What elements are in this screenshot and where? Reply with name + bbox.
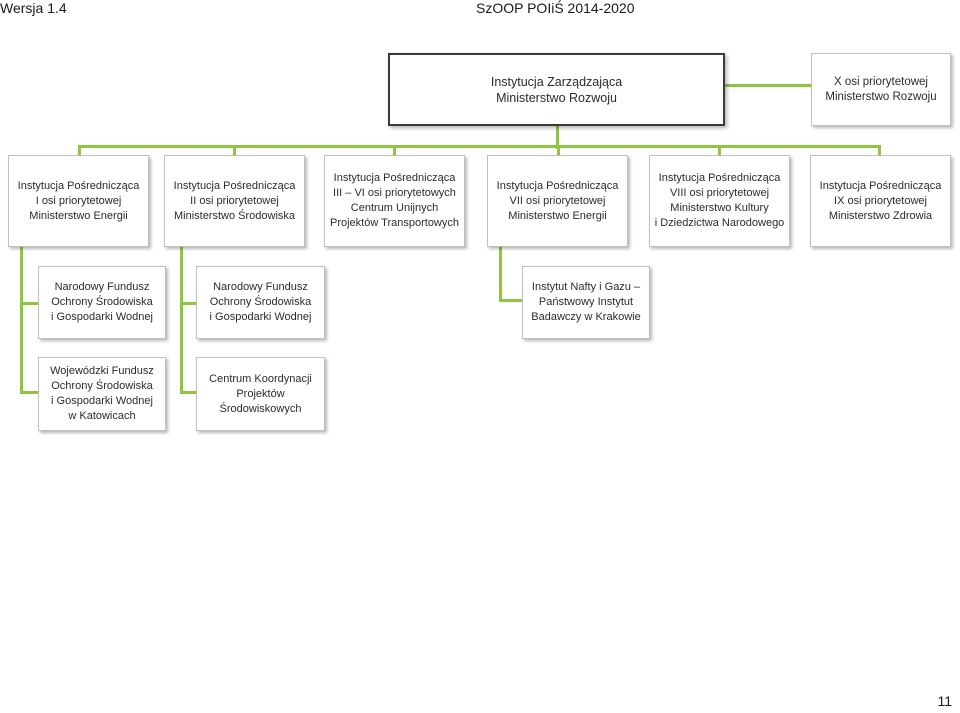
- ia2-2-line-2: Projektów: [236, 387, 285, 400]
- page-number: 11: [937, 693, 952, 709]
- version-label: Wersja 1.4: [0, 0, 67, 16]
- implementing-box-axis1-wfosigw: Wojewódzki Fundusz Ochrony Środowiska i …: [38, 357, 166, 431]
- ib4-line-2: VII osi priorytetowej: [509, 194, 606, 207]
- ia7-line-1: Instytut Nafty i Gazu –: [531, 281, 641, 293]
- connector-axis7-vertical: [499, 246, 502, 302]
- implementing-box-axis2-nfosigw: Narodowy Fundusz Ochrony Środowiska i Go…: [196, 266, 325, 339]
- ib5-line-2: VIII osi priorytetowej: [669, 187, 770, 199]
- ia2-1-line-3: i Gospodarki Wodnej: [209, 311, 312, 323]
- ib2-line-2: II osi priorytetowej: [190, 194, 279, 207]
- connector-axis1-vertical: [20, 246, 23, 394]
- ib3-line-3: Centrum Unijnych: [350, 202, 439, 214]
- document-title: SzOOP POIiŚ 2014-2020: [476, 0, 635, 16]
- ib2-line-3: Ministerstwo Środowiska: [173, 209, 296, 222]
- connector-drop-5: [718, 145, 721, 155]
- connector-drop-6: [878, 145, 881, 155]
- ia2-2-line-1: Centrum Koordynacji: [209, 372, 312, 385]
- ib3-line-2: III – VI osi priorytetowych: [333, 187, 456, 199]
- connector-main-to-axis-x: [725, 84, 811, 87]
- ib5-line-4: i Dziedzictwa Narodowego: [654, 217, 785, 229]
- ib2-line-1: Instytucja Pośrednicząca: [173, 179, 296, 192]
- ib5-line-3: Ministerstwo Kultury: [670, 202, 769, 214]
- ib6-line-2: IX osi priorytetowej: [834, 194, 927, 207]
- connector-main-down: [556, 126, 559, 149]
- managing-line-1: Instytucja Zarządzająca: [490, 74, 623, 89]
- ia2-1-line-2: Ochrony Środowiska: [209, 296, 312, 308]
- implementing-box-axis2-ckps: Centrum Koordynacji Projektów Środowisko…: [196, 357, 325, 431]
- connector-axis2-branch-1: [180, 302, 196, 305]
- managing-line-2: Ministerstwo Rozwoju: [496, 90, 617, 105]
- ia7-line-3: Badawczy w Krakowie: [531, 311, 641, 323]
- intermediate-box-axis-9: Instytucja Pośrednicząca IX osi prioryte…: [810, 155, 951, 247]
- intermediate-box-axis-3-6: Instytucja Pośrednicząca III – VI osi pr…: [324, 155, 465, 247]
- ib1-line-3: Ministerstwo Energii: [29, 209, 128, 222]
- connector-drop-4: [557, 145, 560, 155]
- connector-drop-1: [78, 145, 81, 155]
- intermediate-box-axis-2: Instytucja Pośrednicząca II osi prioryte…: [164, 155, 305, 247]
- ib6-line-1: Instytucja Pośrednicząca: [819, 179, 942, 192]
- implementing-box-axis1-nfosigw: Narodowy Fundusz Ochrony Środowiska i Go…: [38, 266, 166, 339]
- ia1-2-line-2: Ochrony Środowiska: [51, 380, 153, 392]
- connector-axis7-branch: [499, 299, 522, 302]
- ib1-line-1: Instytucja Pośrednicząca: [17, 179, 140, 192]
- intermediate-box-axis-1: Instytucja Pośrednicząca I osi priorytet…: [8, 155, 149, 247]
- intermediate-box-axis-8: Instytucja Pośrednicząca VIII osi priory…: [649, 155, 790, 247]
- connector-drop-2: [233, 145, 236, 155]
- managing-authority-box: Instytucja Zarządzająca Ministerstwo Roz…: [388, 53, 725, 126]
- ia2-1-line-1: Narodowy Fundusz: [213, 281, 308, 293]
- ib3-line-1: Instytucja Pośrednicząca: [333, 172, 456, 184]
- connector-axis2-branch-2: [180, 391, 196, 394]
- ia7-line-2: Państwowy Instytut: [538, 296, 634, 308]
- axis-x-line-1: X osi priorytetowej: [834, 75, 928, 88]
- ib1-line-2: I osi priorytetowej: [35, 194, 122, 207]
- ia1-1-line-3: i Gospodarki Wodnej: [51, 311, 153, 323]
- ia1-1-line-2: Ochrony Środowiska: [51, 296, 153, 308]
- ia1-2-line-4: w Katowicach: [68, 410, 136, 422]
- connector-drop-3: [393, 145, 396, 155]
- ib5-line-1: Instytucja Pośrednicząca: [658, 172, 781, 184]
- ib4-line-3: Ministerstwo Energii: [508, 209, 607, 222]
- ib3-line-4: Projektów Transportowych: [330, 217, 459, 229]
- connector-axis1-branch-2: [20, 391, 38, 394]
- axis-x-box: X osi priorytetowej Ministerstwo Rozwoju: [811, 53, 951, 126]
- intermediate-box-axis-7: Instytucja Pośrednicząca VII osi prioryt…: [487, 155, 628, 247]
- ib4-line-1: Instytucja Pośrednicząca: [496, 179, 619, 192]
- connector-axis1-branch-1: [20, 302, 38, 305]
- connector-horizontal-bar: [78, 145, 881, 148]
- connector-axis2-vertical: [180, 246, 183, 394]
- ia1-1-line-1: Narodowy Fundusz: [54, 281, 150, 293]
- ia1-2-line-3: i Gospodarki Wodnej: [51, 395, 153, 407]
- ia1-2-line-1: Wojewódzki Fundusz: [50, 365, 154, 377]
- implementing-box-axis7-inig: Instytut Nafty i Gazu – Państwowy Instyt…: [522, 266, 650, 339]
- ib6-line-3: Ministerstwo Zdrowia: [828, 209, 933, 222]
- axis-x-line-2: Ministerstwo Rozwoju: [825, 90, 937, 103]
- ia2-2-line-3: Środowiskowych: [219, 402, 302, 415]
